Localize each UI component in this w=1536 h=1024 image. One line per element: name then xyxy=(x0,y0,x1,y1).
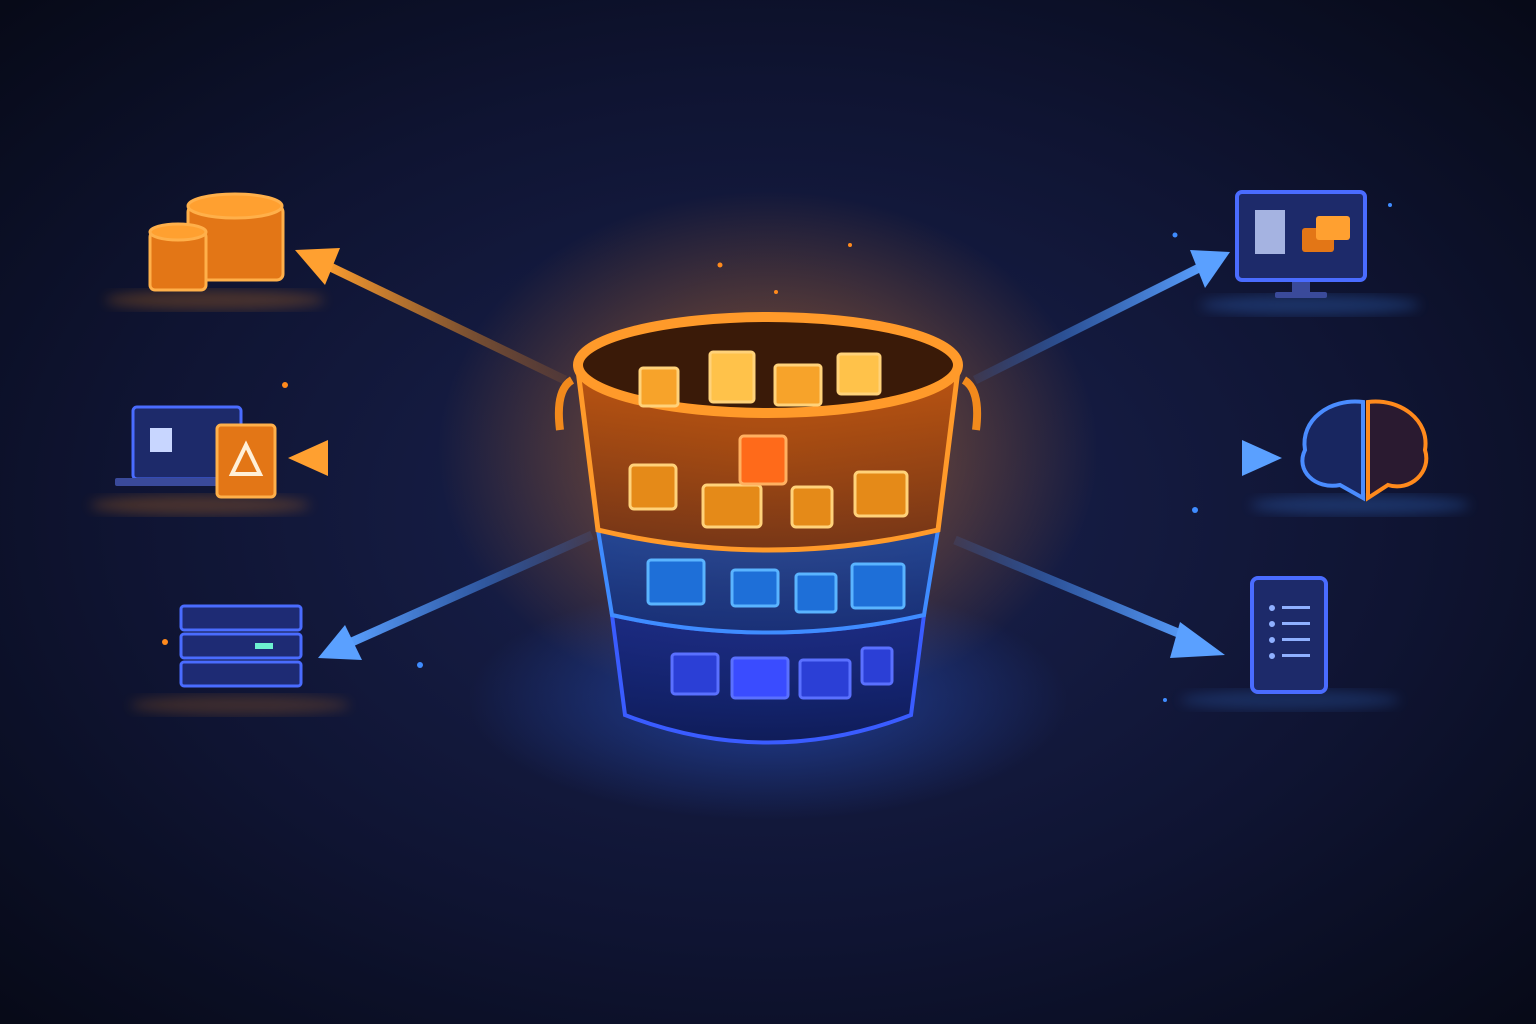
bucket-handle-right xyxy=(961,376,982,431)
archive-icon xyxy=(730,656,790,700)
storage-bucket xyxy=(554,312,982,745)
server-rack-icon xyxy=(130,604,350,715)
folder-icon xyxy=(850,562,906,610)
monitor-dashboard-icon xyxy=(1200,190,1420,315)
image-icon xyxy=(738,434,788,486)
arrows xyxy=(288,248,1282,660)
file-icon xyxy=(794,572,838,614)
document-icon xyxy=(708,350,756,404)
arrow-to-database xyxy=(295,248,567,385)
video-icon xyxy=(701,483,763,529)
document-icon xyxy=(638,366,680,408)
image-icon xyxy=(773,363,823,407)
sparkle-particles xyxy=(162,203,1392,702)
document-icon xyxy=(628,463,678,511)
folder-icon xyxy=(646,558,706,606)
arrow-to-tablet xyxy=(953,535,1225,658)
archive-icon xyxy=(798,658,852,700)
brain-ai-icon xyxy=(1250,399,1470,515)
bucket-bottom-files xyxy=(670,646,894,700)
arrow-to-laptop xyxy=(288,440,560,476)
bucket-handle-left xyxy=(554,376,575,431)
arrow-to-brain xyxy=(985,440,1282,476)
folder-icon xyxy=(853,470,909,518)
tablet-list-icon xyxy=(1180,576,1400,710)
bucket-rim xyxy=(573,312,963,418)
folder-icon xyxy=(860,646,894,686)
bucket-middle-files xyxy=(646,558,906,614)
bucket-top-files xyxy=(628,350,909,529)
file-icon xyxy=(790,485,834,529)
arrow-to-monitor xyxy=(972,250,1230,385)
document-icon xyxy=(730,568,780,608)
arrow-to-server xyxy=(318,530,594,660)
database-icon xyxy=(105,192,325,310)
laptop-analytics-icon xyxy=(90,405,310,515)
file-icon xyxy=(836,352,882,396)
document-icon xyxy=(670,652,720,696)
